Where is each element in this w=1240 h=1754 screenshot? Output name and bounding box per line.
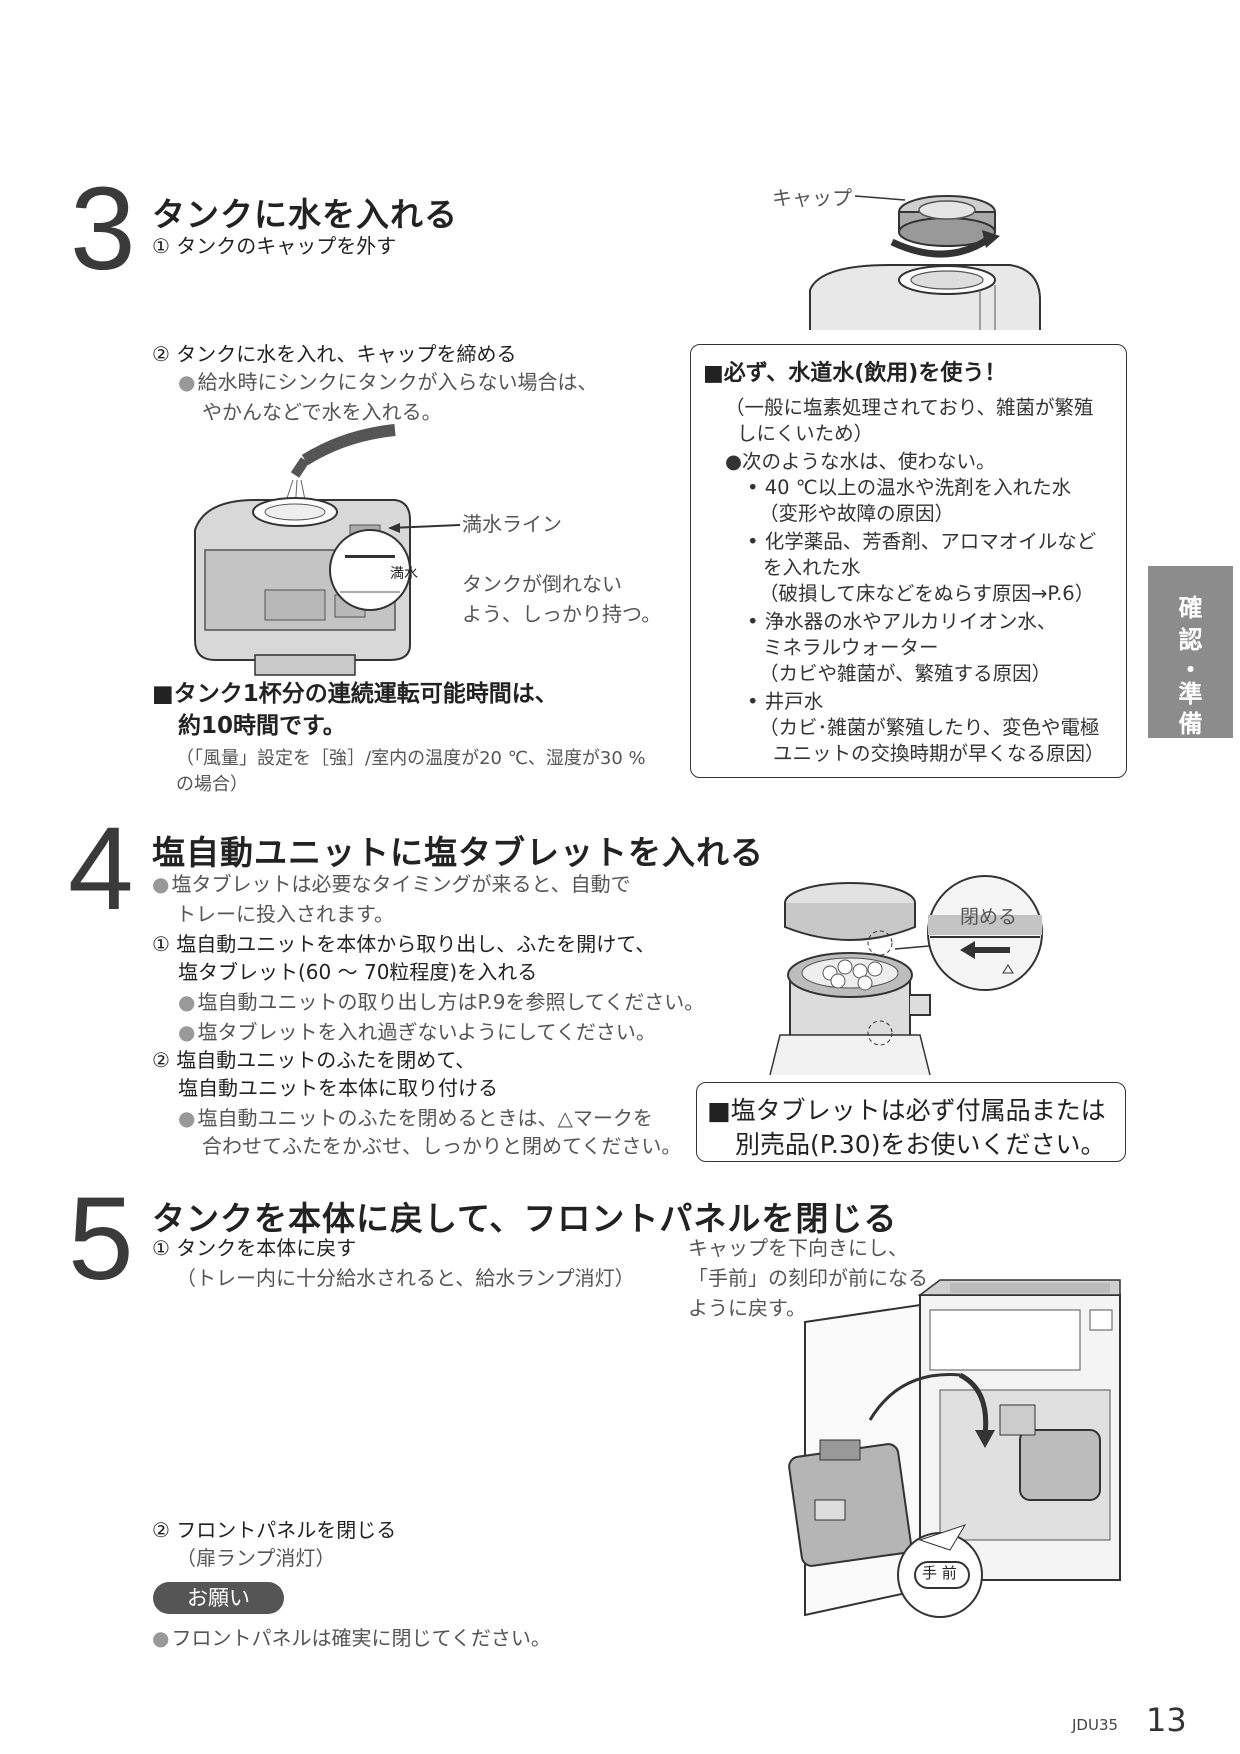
water-warning-box: ■必ず、水道水(飲用)を使う！ （一般に塩素処理されており、雑菌が繁殖 しにくい… — [690, 344, 1127, 778]
step4-intro1: 塩タブレットは必要なタイミングが来ると、自動で — [152, 872, 631, 897]
step5-sub1: ① タンクを本体に戻す — [152, 1236, 357, 1260]
step3-note1: 給水時にシンクにタンクが入らない場合は、 — [178, 370, 597, 395]
cap-note3: ように戻す。 — [688, 1296, 806, 1320]
step4-bullet1: 塩自動ユニットの取り出し方はP.9を参照してください。 — [178, 990, 704, 1015]
water-line-3: • 40 ℃以上の温水や洗剤を入れた水 — [747, 476, 1072, 499]
tank-cap-illustration — [809, 195, 1041, 330]
step3-number: 3 — [70, 163, 136, 295]
step4-bullet3-text: 塩自動ユニットのふたを閉めるときは、△マークを — [197, 1106, 653, 1130]
step5-sub1-note: （トレー内に十分給水されると、給水ランプ消灯） — [176, 1266, 635, 1290]
side-tab-char-4: 準 — [1178, 680, 1203, 708]
step5-number: 5 — [68, 1173, 134, 1305]
cap-note1: キャップを下向きにし、 — [688, 1236, 908, 1260]
humidifier-unit-illustration — [788, 1279, 1121, 1618]
runtime-note1: （「風量」設定を［強］/室内の温度が20 ℃、湿度が30 % — [176, 748, 646, 769]
step4-sub1-line1: ① 塩自動ユニットを本体から取り出し、ふたを開けて、 — [152, 932, 656, 956]
water-line-10: （カビや雑菌が、繁殖する原因） — [759, 662, 1052, 685]
salt-warning-box: ■塩タブレットは必ず付属品または 別売品(P.30)をお使いください。 — [696, 1082, 1126, 1162]
water-line-2: ●次のような水は、使わない。 — [725, 450, 996, 473]
step4-bullet1-text: 塩自動ユニットの取り出し方はP.9を参照してください。 — [197, 990, 705, 1014]
water-line-7: （破損して床などをぬらす原因→P.6） — [759, 582, 1095, 605]
full-line-label: 満水ライン — [462, 512, 562, 536]
step5-sub2-note: （扉ランプ消灯） — [176, 1546, 336, 1570]
water-box-title: ■必ず、水道水(飲用)を使う！ — [703, 361, 1007, 386]
side-tab-char-1: 確 — [1178, 594, 1203, 622]
tank-filling-illustration — [194, 424, 461, 676]
water-line-1: しにくいため） — [737, 422, 874, 445]
section-side-tab: 確 認 ・ 準 備 — [1148, 566, 1233, 738]
cap-note2: 「手前」の刻印が前になる — [688, 1266, 928, 1290]
hold-line2: よう、しっかり持つ。 — [462, 602, 662, 626]
cap-label: キャップ — [772, 186, 852, 210]
step3-sub2: ② タンクに水を入れ、キャップを締める — [152, 342, 517, 366]
runtime-line2: 約10時間です。 — [178, 713, 346, 739]
close-label: 閉める — [960, 906, 1018, 928]
water-line-11: • 井戸水 — [747, 690, 824, 713]
salt-box-line1: ■塩タブレットは必ず付属品または — [707, 1096, 1106, 1125]
step5-sub2: ② フロントパネルを閉じる — [152, 1518, 397, 1542]
model-code: JDU35 — [1072, 1716, 1119, 1734]
request-text-value: フロントパネルは確実に閉じてください。 — [171, 1626, 551, 1650]
step4-intro2: トレーに投入されます。 — [176, 902, 394, 926]
front-mark: 手 前 — [922, 1564, 957, 1582]
step4-bullet3-line2: 合わせてふたをかぶせ、しっかりと閉めてください。 — [202, 1134, 682, 1158]
request-badge: お願い — [153, 1582, 284, 1614]
salt-box-line2: 別売品(P.30)をお使いください。 — [735, 1130, 1106, 1159]
side-tab-char-2: 認 — [1178, 626, 1203, 654]
step4-number: 4 — [68, 803, 134, 935]
salt-unit-illustration — [769, 875, 1043, 1076]
water-line-9: ミネラルウォーター — [763, 636, 939, 659]
water-line-4: （変形や故障の原因） — [759, 502, 955, 525]
step5-title: タンクを本体に戻して、フロントパネルを閉じる — [152, 1199, 898, 1238]
water-line-6: を入れた水 — [763, 556, 861, 579]
page-number: 13 — [1146, 1701, 1187, 1739]
request-text: フロントパネルは確実に閉じてください。 — [152, 1626, 551, 1651]
side-tab-char-3: ・ — [1178, 656, 1203, 684]
step4-bullet2-text: 塩タブレットを入れ過ぎないようにしてください。 — [197, 1020, 656, 1044]
step3-note2: やかんなどで水を入れる。 — [202, 400, 442, 424]
water-line-5: • 化学薬品、芳香剤、アロマオイルなど — [747, 530, 1097, 553]
hold-line1: タンクが倒れない — [462, 572, 622, 596]
full-mark: 満水 — [390, 566, 418, 582]
runtime-note2: の場合） — [176, 774, 248, 795]
step4-sub2-line1: ② 塩自動ユニットのふたを閉めて、 — [152, 1048, 476, 1072]
water-line-8: • 浄水器の水やアルカリイオン水、 — [747, 610, 1057, 633]
water-line-0: （一般に塩素処理されており、雑菌が繁殖 — [725, 396, 1094, 419]
step4-sub1-line2: 塩タブレット(60 ～ 70粒程度)を入れる — [178, 960, 538, 984]
runtime-line1: ■タンク1杯分の連続運転可能時間は、 — [152, 681, 558, 707]
water-line-12: （カビ･雑菌が繁殖したり、変色や電極 — [759, 716, 1100, 739]
step4-bullet2: 塩タブレットを入れ過ぎないようにしてください。 — [178, 1020, 656, 1045]
step3-note1-text: 給水時にシンクにタンクが入らない場合は、 — [197, 370, 598, 394]
step4-title: 塩自動ユニットに塩タブレットを入れる — [152, 833, 764, 872]
step3-sub1: ① タンクのキャップを外す — [152, 234, 397, 258]
water-line-13: ユニットの交換時期が早くなる原因） — [773, 742, 1105, 765]
step3-title: タンクに水を入れる — [152, 195, 458, 234]
step4-sub2-line2: 塩自動ユニットを本体に取り付ける — [178, 1076, 498, 1100]
side-tab-char-5: 備 — [1178, 710, 1203, 738]
step4-intro1-text: 塩タブレットは必要なタイミングが来ると、自動で — [171, 872, 631, 896]
step4-bullet3-line1: 塩自動ユニットのふたを閉めるときは、△マークを — [178, 1106, 653, 1131]
